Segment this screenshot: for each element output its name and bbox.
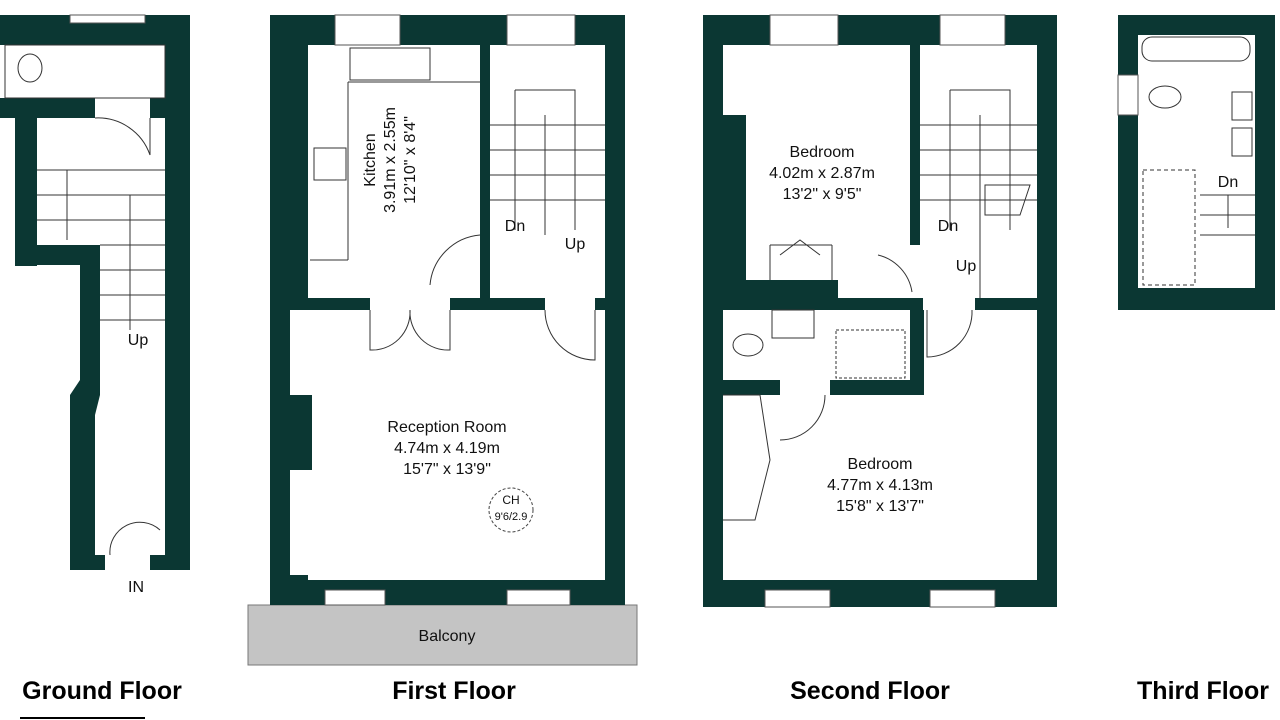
wall <box>703 280 838 298</box>
window <box>506 589 571 606</box>
staircase <box>490 89 605 235</box>
room-size-imperial: 15'7" x 13'9" <box>403 461 491 478</box>
wall <box>703 298 923 310</box>
entrance-label: IN <box>128 579 144 596</box>
staircase <box>1200 194 1255 236</box>
door-swing[interactable] <box>544 309 596 361</box>
toilet-icon <box>732 333 764 357</box>
wall <box>1037 15 1057 607</box>
room-size-imperial: 12'10" x 8'4" <box>402 116 419 204</box>
door-swing[interactable] <box>94 117 151 156</box>
wall <box>480 45 490 300</box>
wardrobe[interactable] <box>769 239 833 280</box>
third-floor-plan: Dn Third Floor <box>1117 15 1275 705</box>
second-floor-plan: Bedroom 4.02m x 2.87m 13'2" x 9'5" Dn Up… <box>703 14 1057 705</box>
double-door[interactable] <box>369 309 451 351</box>
room-size-imperial: 13'2" x 9'5" <box>783 186 862 203</box>
ceiling-height-value: 9'6/2.9 <box>495 511 528 523</box>
wall <box>703 15 723 607</box>
room-size-metric: 3.91m x 2.55m <box>382 107 399 213</box>
floor-title-first: First Floor <box>392 677 516 705</box>
entrance-door[interactable] <box>109 521 161 556</box>
fireplace <box>290 395 312 470</box>
window <box>769 14 839 46</box>
wall <box>290 298 370 310</box>
shower-icon <box>835 329 906 379</box>
first-floor-plan: Balcony Kitchen 3.91m x 2.55m 12'10" x 8… <box>247 14 638 705</box>
wall <box>270 580 625 605</box>
door-swing[interactable] <box>877 254 913 293</box>
stair-down-label: Dn <box>505 218 525 235</box>
wall <box>0 98 95 118</box>
wall <box>975 298 1037 310</box>
wall <box>1118 15 1138 310</box>
room-name-kitchen: Kitchen <box>362 133 379 186</box>
toilet-icon <box>17 53 43 83</box>
window <box>334 14 401 46</box>
wall <box>15 118 37 266</box>
storage <box>1142 169 1196 286</box>
window <box>69 14 146 24</box>
wc-room <box>4 44 166 99</box>
room-size-imperial: 15'8" x 13'7" <box>836 498 924 515</box>
balcony <box>247 604 638 666</box>
floor-title-second: Second Floor <box>790 677 950 705</box>
wall <box>703 115 746 280</box>
room-size-metric: 4.74m x 4.19m <box>394 440 500 457</box>
wall <box>595 298 605 310</box>
wardrobe[interactable] <box>723 394 771 521</box>
stair-up-label: Up <box>128 332 149 349</box>
basin-icon <box>1231 91 1253 121</box>
wall <box>270 300 290 605</box>
floor-title-ground: Ground Floor <box>22 677 182 705</box>
door-swing[interactable] <box>779 394 826 441</box>
wall <box>1118 15 1275 35</box>
stair-up-label: Up <box>565 236 586 253</box>
staircase <box>37 169 165 330</box>
window <box>939 14 1006 46</box>
toilet-icon <box>1148 85 1182 109</box>
wall <box>70 555 105 570</box>
stair-down-label: Dn <box>1218 174 1238 191</box>
room-name-bedroom: Bedroom <box>848 456 913 473</box>
door-swing[interactable] <box>429 234 481 286</box>
bath-icon <box>1141 36 1251 62</box>
wall <box>910 45 920 245</box>
wall <box>15 245 100 570</box>
wall <box>450 298 545 310</box>
wall <box>605 15 625 605</box>
door-swing[interactable] <box>926 309 973 358</box>
window <box>1117 74 1139 116</box>
wall <box>165 15 190 570</box>
window <box>764 589 831 608</box>
ground-floor-plan: Up IN Ground Floor <box>0 14 190 719</box>
scale-bar <box>20 717 145 719</box>
staircase <box>920 89 1037 298</box>
room-size-metric: 4.02m x 2.87m <box>769 165 875 182</box>
floor-title-third: Third Floor <box>1137 677 1269 705</box>
basin-icon <box>771 309 815 339</box>
stair-up-label: Up <box>956 258 977 275</box>
wall <box>1118 288 1275 310</box>
ceiling-height-marker <box>488 487 534 533</box>
sink-icon <box>349 47 431 81</box>
wall <box>150 555 190 570</box>
wall <box>910 310 924 395</box>
ceiling-height-label: CH <box>502 493 519 507</box>
stair-down-label: Dn <box>938 218 958 235</box>
wall <box>1255 15 1275 310</box>
hob-icon <box>313 147 347 181</box>
window <box>324 589 386 606</box>
room-name-bedroom: Bedroom <box>790 144 855 161</box>
room-size-metric: 4.77m x 4.13m <box>827 477 933 494</box>
window <box>506 14 576 46</box>
balcony-label: Balcony <box>419 628 476 645</box>
basin-icon <box>1231 127 1253 157</box>
window <box>929 589 996 608</box>
room-name-reception: Reception Room <box>387 419 506 436</box>
wall <box>703 580 1057 607</box>
